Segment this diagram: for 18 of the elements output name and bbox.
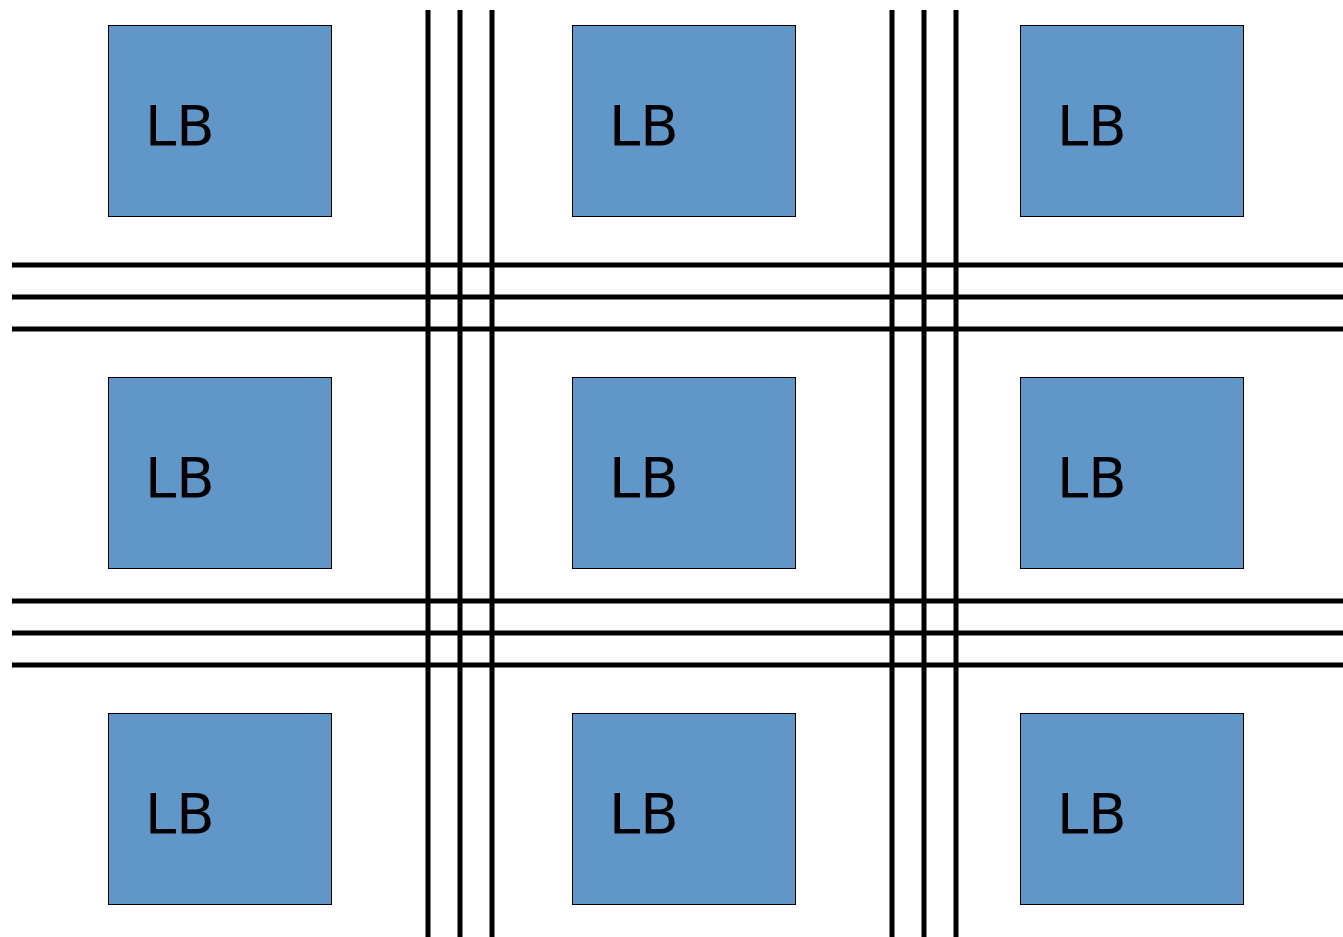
- block-label: LB: [609, 98, 679, 154]
- block-label: LB: [145, 450, 215, 506]
- logic-block: [108, 713, 332, 905]
- logic-block: [572, 25, 796, 217]
- block-label: LB: [145, 98, 215, 154]
- logic-block: [108, 25, 332, 217]
- logic-block: [572, 377, 796, 569]
- logic-block: [1020, 713, 1244, 905]
- logic-block: [1020, 25, 1244, 217]
- block-label: LB: [1057, 450, 1127, 506]
- block-label: LB: [609, 450, 679, 506]
- logic-block: [572, 713, 796, 905]
- block-label: LB: [145, 786, 215, 842]
- logic-block: [1020, 377, 1244, 569]
- logic-block: [108, 377, 332, 569]
- block-label: LB: [609, 786, 679, 842]
- block-label: LB: [1057, 98, 1127, 154]
- block-label: LB: [1057, 786, 1127, 842]
